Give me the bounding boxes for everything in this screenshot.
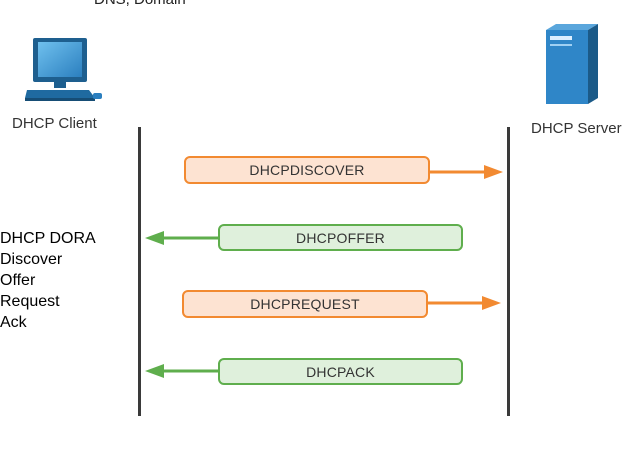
dora-notes: DHCP DORA Discover Offer Request Ack (0, 228, 96, 333)
message-label: DHCPACK (306, 363, 375, 380)
discover-arrowhead (484, 165, 503, 179)
computer-icon (25, 36, 105, 104)
client-label: DHCP Client (12, 115, 97, 132)
message-label: DHCPOFFER (296, 229, 385, 246)
top-cropped-text: DNS, Domain (94, 0, 186, 8)
message-label: DHCPDISCOVER (249, 162, 365, 178)
server-icon (540, 22, 606, 108)
message-label: DHCPREQUEST (250, 296, 360, 312)
message-dhcprequest: DHCPREQUEST (182, 290, 428, 318)
notes-line: Ack (0, 314, 27, 331)
client-timeline (138, 127, 141, 416)
message-dhcpdiscover: DHCPDISCOVER (184, 156, 430, 184)
message-dhcpoffer: DHCPOFFER (218, 224, 463, 251)
notes-line: Request (0, 293, 60, 310)
notes-line: DHCP DORA (0, 230, 96, 247)
offer-arrowhead (145, 231, 164, 245)
request-arrowhead (482, 296, 501, 310)
server-timeline (507, 127, 510, 416)
message-dhcpack: DHCPACK (218, 358, 463, 385)
notes-line: Discover (0, 251, 63, 268)
ack-arrowhead (145, 364, 164, 378)
server-label: DHCP Server (531, 120, 622, 137)
notes-line: Offer (0, 272, 36, 289)
